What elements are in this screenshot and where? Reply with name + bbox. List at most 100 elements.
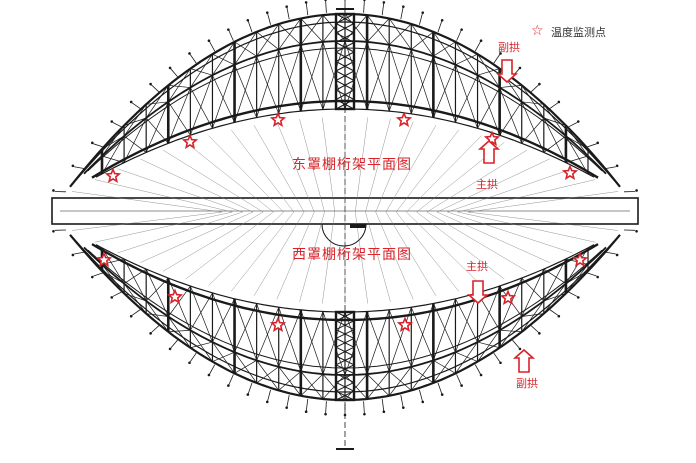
east-brace [455, 75, 478, 123]
west-brace [543, 268, 567, 284]
east-brace [322, 40, 346, 110]
east-brace [146, 101, 169, 105]
west-brace [234, 303, 257, 353]
east-radial-line [375, 121, 414, 213]
east-brace [499, 85, 522, 88]
west-brace [167, 277, 191, 331]
east-brace [234, 56, 257, 123]
arch-arrows [466, 59, 536, 373]
east-perimeter-tick [189, 54, 197, 64]
east-perimeter-node [71, 164, 75, 168]
west-perimeter-tick [267, 389, 271, 402]
east-perimeter-node [168, 66, 172, 70]
arch-arrow-icon [495, 59, 519, 84]
east-brace [433, 31, 456, 65]
west-perimeter-tick [363, 401, 365, 414]
east-brace [477, 75, 500, 136]
west-radial-line [276, 211, 315, 300]
west-brace [101, 270, 125, 284]
east-perimeter-node [479, 39, 483, 42]
east-perimeter-node [363, 0, 366, 2]
east-brace [499, 101, 523, 136]
temperature-point-star-icon [396, 316, 414, 333]
west-perimeter-tick [112, 291, 122, 297]
west-perimeter-node [265, 400, 269, 404]
east-brace [543, 135, 567, 153]
west-perimeter-tick [530, 325, 539, 333]
east-brace [123, 117, 147, 126]
west-radial-line [426, 211, 528, 272]
west-brace [145, 268, 169, 317]
west-perimeter-node [343, 413, 347, 417]
east-brace [234, 64, 257, 118]
west-brace [410, 360, 434, 391]
east-perimeter-tick [493, 54, 501, 64]
west-brace [300, 371, 324, 400]
west-perimeter-node [479, 373, 483, 377]
east-brace [388, 23, 412, 46]
east-radial-line [322, 117, 335, 213]
east-radial-line [94, 179, 233, 213]
east-brace [101, 135, 125, 150]
west-perimeter-tick [286, 395, 290, 407]
east-perimeter-node [110, 120, 114, 123]
west-canopy-title: 西罩棚桁架平面图 [292, 247, 412, 263]
east-brace [167, 87, 191, 144]
east-perimeter-node [596, 141, 599, 145]
west-perimeter-node [285, 406, 288, 409]
west-perimeter-node [110, 296, 114, 299]
west-lattice-x [335, 355, 355, 366]
east-brace [278, 44, 302, 114]
west-brace [499, 277, 523, 331]
east-brace [433, 64, 456, 118]
east-perimeter-tick [112, 122, 122, 128]
east-brace [190, 53, 213, 88]
west-brace [411, 366, 434, 384]
east-brace [455, 64, 478, 129]
west-brace [543, 293, 567, 302]
west-brace [521, 268, 545, 317]
east-perimeter-tick [549, 102, 559, 110]
east-canopy [52, 0, 638, 213]
temperature-point-star-icon [95, 251, 113, 268]
west-brace [278, 307, 302, 372]
west-lattice-x [335, 311, 355, 322]
west-perimeter-tick [586, 272, 597, 277]
east-brace [433, 41, 456, 57]
west-perimeter-node [207, 373, 211, 377]
west-brace [477, 330, 500, 362]
truss-structure [51, 0, 639, 450]
west-brace [123, 258, 147, 302]
west-perimeter-node [382, 410, 386, 414]
east-brace [322, 13, 346, 43]
west-perimeter-node [129, 314, 133, 318]
east-perimeter-node [227, 28, 230, 31]
east-lattice-x [335, 13, 355, 24]
east-brace [499, 87, 523, 144]
east-radial-line [71, 191, 223, 213]
west-brace [433, 303, 456, 353]
west-perimeter-tick [549, 309, 559, 316]
east-brace [366, 18, 390, 43]
east-radial-line [467, 191, 619, 213]
east-perimeter-node [421, 11, 425, 14]
east-brace [256, 56, 280, 114]
west-perimeter-node [188, 361, 191, 365]
west-lattice-x [335, 364, 355, 375]
west-lattice-x [335, 373, 355, 383]
east-radial-line [185, 142, 274, 213]
west-perimeter-tick [456, 374, 462, 385]
west-brace [344, 311, 368, 375]
east-perimeter-node [52, 189, 55, 192]
east-perimeter-node [149, 82, 152, 86]
west-lattice-x [335, 381, 355, 392]
east-brace [256, 23, 280, 57]
west-brace [101, 247, 125, 284]
east-brace [123, 135, 147, 153]
east-brace [521, 101, 544, 105]
east-perimeter-tick [586, 143, 597, 148]
west-perimeter-node [615, 253, 619, 257]
west-perimeter-tick [493, 352, 501, 362]
west-perimeter-tick [381, 398, 385, 411]
arch-arrow-icon [477, 139, 501, 164]
